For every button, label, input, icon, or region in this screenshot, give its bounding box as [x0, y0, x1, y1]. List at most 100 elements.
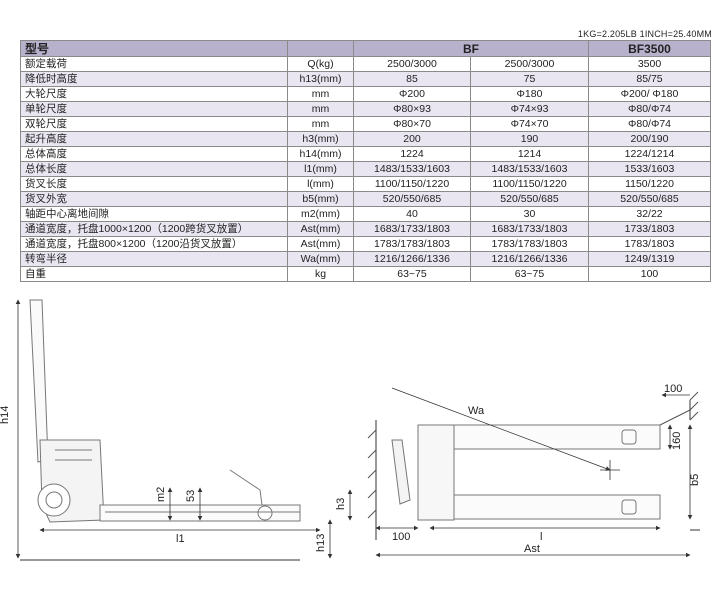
spec-value-cell: 3500	[588, 56, 711, 72]
spec-name-cell: 单轮尺度	[20, 101, 288, 117]
spec-value-cell: 85/75	[588, 71, 711, 87]
spec-value-cell: 1150/1220	[588, 176, 711, 192]
spec-symbol-cell: Ast(mm)	[287, 221, 354, 237]
spec-symbol-cell: l1(mm)	[287, 161, 354, 177]
dim-h3: h3	[335, 498, 347, 510]
header-blank-cell	[287, 40, 354, 57]
spec-value-cell: 1214	[470, 146, 589, 162]
spec-name-cell: 转弯半径	[20, 251, 288, 267]
table-row: 通道宽度，托盘1000×1200（1200跨货叉放置）Ast(mm)1683/1…	[20, 221, 711, 237]
spec-value-cell: Φ180	[470, 86, 589, 102]
top-view	[367, 391, 700, 540]
spec-value-cell: Φ74×70	[470, 116, 589, 132]
steer-wheel	[37, 483, 71, 517]
spec-symbol-cell: h13(mm)	[287, 71, 354, 87]
spec-name-cell: 总体长度	[20, 161, 288, 177]
dim-l: l	[540, 531, 542, 543]
spec-value-cell: 85	[353, 71, 471, 87]
spec-value-cell: 1783/1783/1803	[353, 236, 471, 252]
spec-symbol-cell: Q(kg)	[287, 56, 354, 72]
spec-value-cell: Φ80/Φ74	[588, 101, 711, 117]
spec-value-cell: Φ80×70	[353, 116, 471, 132]
spec-value-cell: 1216/1266/1336	[470, 251, 589, 267]
dim-m2: m2	[155, 487, 167, 502]
spec-symbol-cell: mm	[287, 116, 354, 132]
spec-value-cell: Φ74×93	[470, 101, 589, 117]
dim-100-bottom: 100	[392, 531, 410, 543]
dim-l1: l1	[176, 533, 185, 545]
spec-value-cell: 75	[470, 71, 589, 87]
spec-value-cell: 1683/1733/1803	[353, 221, 471, 237]
spec-name-cell: 轴距中心离地间隙	[20, 206, 288, 222]
spec-value-cell: 1483/1533/1603	[353, 161, 471, 177]
spec-value-cell: 520/550/685	[470, 191, 589, 207]
spec-symbol-cell: mm	[287, 101, 354, 117]
spec-name-cell: 通道宽度，托盘1000×1200（1200跨货叉放置）	[20, 221, 288, 237]
handle-top	[391, 439, 411, 505]
table-row: 通道宽度，托盘800×1200（1200沿货叉放置）Ast(mm)1783/17…	[20, 236, 711, 252]
spec-name-cell: 额定载荷	[20, 56, 288, 72]
dim-h14: h14	[0, 406, 11, 424]
spec-symbol-cell: m2(mm)	[287, 206, 354, 222]
technical-drawing: h14 m2 53 h3 l1 h13 Wa 100 160 b5 100 l …	[0, 299, 701, 561]
spec-value-cell: 1733/1803	[588, 221, 711, 237]
top-dimensions	[375, 387, 693, 558]
spec-symbol-cell: mm	[287, 86, 354, 102]
spec-symbol-cell: Ast(mm)	[287, 236, 354, 252]
spec-value-cell: 100	[588, 266, 711, 282]
spec-value-cell: 1216/1266/1336	[353, 251, 471, 267]
spec-value-cell: 32/22	[588, 206, 711, 222]
spec-value-cell: 1249/1319	[588, 251, 711, 267]
spec-value-cell: 1483/1533/1603	[470, 161, 589, 177]
dim-h13: h13	[315, 534, 327, 552]
spec-value-cell: 520/550/685	[353, 191, 471, 207]
spec-value-cell: 1783/1783/1803	[470, 236, 589, 252]
spec-value-cell: 2500/3000	[353, 56, 471, 72]
spec-value-cell: 1224	[353, 146, 471, 162]
spec-value-cell: 200/190	[588, 131, 711, 147]
spec-value-cell: 200	[353, 131, 471, 147]
spec-value-cell: 1100/1150/1220	[353, 176, 471, 192]
spec-symbol-cell: h14(mm)	[287, 146, 354, 162]
spec-name-cell: 通道宽度，托盘800×1200（1200沿货叉放置）	[20, 236, 288, 252]
fork-lower	[453, 494, 661, 520]
spec-value-cell: 2500/3000	[470, 56, 589, 72]
spec-value-cell: 1100/1150/1220	[470, 176, 589, 192]
spec-value-cell: 40	[353, 206, 471, 222]
spec-name-cell: 自重	[20, 266, 288, 282]
spec-value-cell: Φ80/Φ74	[588, 116, 711, 132]
spec-name-cell: 大轮尺度	[20, 86, 288, 102]
spec-value-cell: 63~75	[353, 266, 471, 282]
spec-name-cell: 总体高度	[20, 146, 288, 162]
unit-conversion-note: 1KG=2.205LB 1INCH=25.40MM	[577, 29, 712, 39]
spec-value-cell: 1683/1733/1803	[470, 221, 589, 237]
dim-wa: Wa	[468, 405, 485, 417]
spec-value-cell: 1533/1603	[588, 161, 711, 177]
spec-symbol-cell: b5(mm)	[287, 191, 354, 207]
spec-name-cell: 降低时高度	[20, 71, 288, 87]
spec-value-cell: 520/550/685	[588, 191, 711, 207]
spec-symbol-cell: h3(mm)	[287, 131, 354, 147]
header-model-label: 型号	[20, 40, 288, 57]
dim-b5: b5	[689, 474, 701, 486]
chassis	[417, 424, 455, 521]
spec-value-cell: 190	[470, 131, 589, 147]
spec-value-cell: Φ200/ Φ180	[588, 86, 711, 102]
dim-100-top: 100	[664, 383, 682, 395]
header-model-bf: BF	[353, 40, 589, 57]
spec-value-cell: 1783/1803	[588, 236, 711, 252]
